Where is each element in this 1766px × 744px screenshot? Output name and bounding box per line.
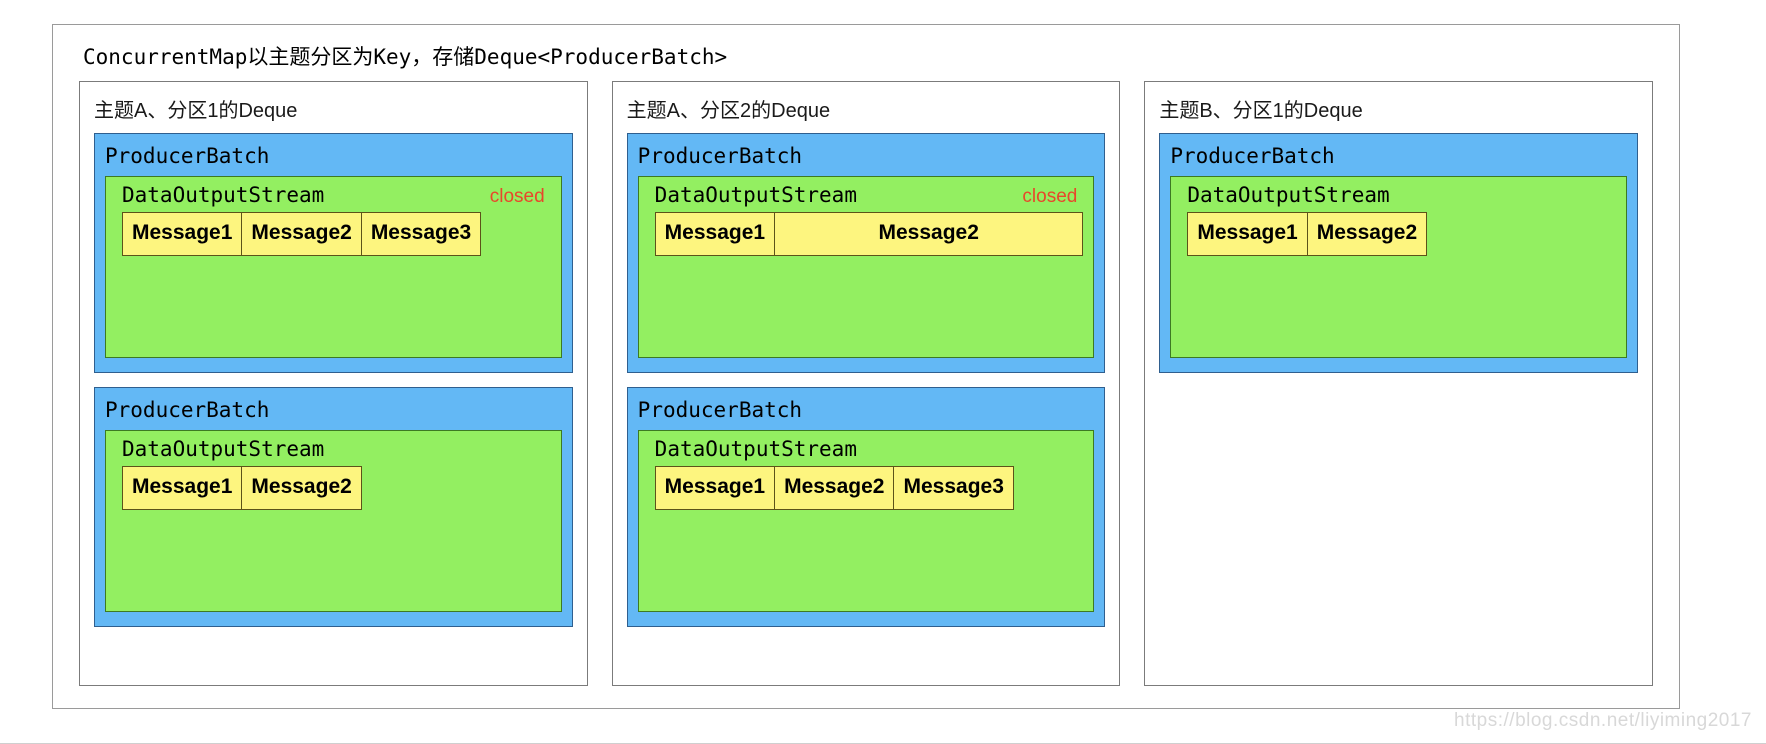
message-cell: Message2 (241, 212, 362, 256)
data-output-stream: DataOutputStream closed Message1 Message… (1170, 176, 1628, 358)
message-cell: Message2 (241, 466, 362, 510)
message-cell: Message1 (122, 212, 243, 256)
message-cell: Message2 (774, 212, 1084, 256)
batch-stack: ProducerBatch DataOutputStream closed Me… (80, 133, 587, 685)
message-row: Message1 Message2 (122, 466, 362, 510)
data-output-stream-header: DataOutputStream closed (649, 183, 1084, 212)
closed-status-badge: closed (1022, 186, 1078, 208)
data-output-stream-label: DataOutputStream (122, 183, 325, 208)
producer-batch: ProducerBatch DataOutputStream closed Me… (94, 387, 573, 627)
batch-stack: ProducerBatch DataOutputStream closed Me… (1145, 133, 1652, 685)
producer-batch: ProducerBatch DataOutputStream closed Me… (626, 387, 1106, 627)
deque-title: 主题A、分区2的Deque (626, 100, 831, 122)
diagram-root: ConcurrentMap以主题分区为Key，存储Deque<ProducerB… (52, 24, 1680, 709)
batch-stack: ProducerBatch DataOutputStream closed Me… (613, 133, 1120, 685)
data-output-stream-header: DataOutputStream closed (116, 183, 551, 212)
message-row: Message1 Message2 Message3 (654, 466, 1014, 510)
producer-batch: ProducerBatch DataOutputStream closed Me… (94, 133, 573, 373)
closed-status-badge: closed (489, 186, 545, 208)
data-output-stream: DataOutputStream closed Message1 Message… (637, 430, 1095, 612)
watermark: https://blog.csdn.net/liyiming2017 (1454, 710, 1752, 731)
data-output-stream-label: DataOutputStream (1187, 183, 1390, 208)
producer-batch-label: ProducerBatch (105, 144, 270, 168)
deque-column-topicA-partition2: 主题A、分区2的Deque ProducerBatch DataOutputSt… (611, 81, 1121, 686)
producer-batch-label: ProducerBatch (637, 144, 803, 168)
data-output-stream: DataOutputStream closed Message1 Message… (105, 430, 562, 612)
data-output-stream-label: DataOutputStream (654, 437, 857, 462)
deque-title: 主题B、分区1的Deque (1159, 100, 1363, 122)
message-cell: Message1 (1187, 212, 1308, 256)
deque-column-topicB-partition1: 主题B、分区1的Deque ProducerBatch DataOutputSt… (1144, 81, 1654, 686)
message-cell: Message1 (654, 466, 776, 510)
data-output-stream-header: DataOutputStream closed (1181, 183, 1616, 212)
page-title: ConcurrentMap以主题分区为Key，存储Deque<ProducerB… (83, 45, 728, 69)
message-cell: Message2 (774, 466, 895, 510)
message-cell: Message2 (1306, 212, 1428, 256)
message-row: Message1 Message2 Message3 (122, 212, 482, 256)
producer-batch: ProducerBatch DataOutputStream closed Me… (626, 133, 1106, 373)
message-cell: Message3 (360, 212, 482, 256)
deque-column-topicA-partition1: 主题A、分区1的Deque ProducerBatch DataOutputSt… (79, 81, 588, 686)
deque-columns-container: 主题A、分区1的Deque ProducerBatch DataOutputSt… (79, 81, 1654, 686)
data-output-stream-label: DataOutputStream (122, 437, 325, 462)
data-output-stream-label: DataOutputStream (654, 183, 857, 208)
data-output-stream-header: DataOutputStream closed (649, 437, 1084, 466)
deque-title: 主题A、分区1的Deque (94, 100, 298, 122)
producer-batch-label: ProducerBatch (1170, 144, 1335, 168)
producer-batch-label: ProducerBatch (637, 398, 803, 422)
message-row: Message1 Message2 (1187, 212, 1428, 256)
message-cell: Message1 (122, 466, 243, 510)
producer-batch-label: ProducerBatch (105, 398, 270, 422)
message-cell: Message1 (654, 212, 776, 256)
message-cell: Message3 (893, 466, 1014, 510)
message-row: Message1 Message2 (654, 212, 1084, 256)
producer-batch: ProducerBatch DataOutputStream closed Me… (1159, 133, 1639, 373)
data-output-stream: DataOutputStream closed Message1 Message… (637, 176, 1095, 358)
data-output-stream-header: DataOutputStream closed (116, 437, 551, 466)
data-output-stream: DataOutputStream closed Message1 Message… (105, 176, 562, 358)
